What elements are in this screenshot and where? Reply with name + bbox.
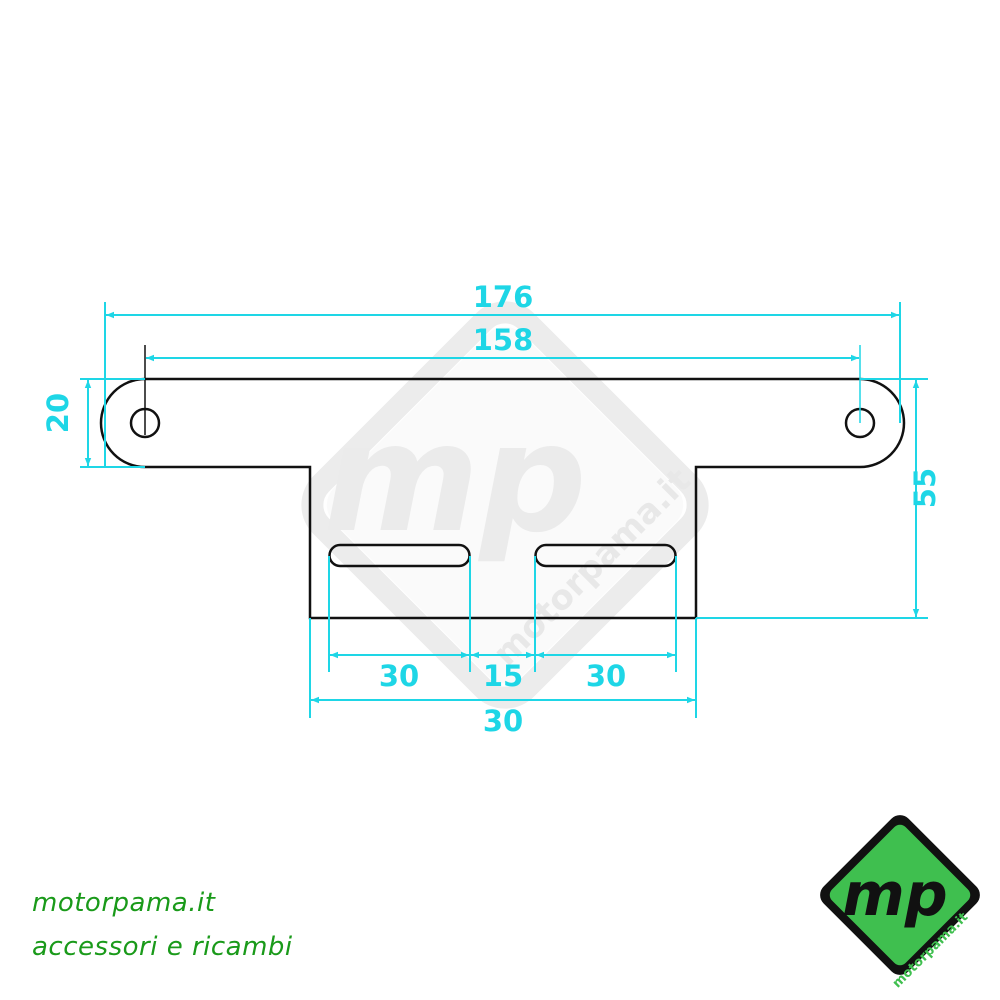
dim-hole-spacing: 158 — [473, 323, 534, 357]
dim-slot-right: 30 — [586, 659, 626, 693]
svg-text:mp: mp — [842, 860, 947, 930]
dim-overall-length: 176 — [473, 280, 534, 314]
watermark-logo: mp motorpama.it — [301, 301, 709, 709]
slot-left — [328, 543, 471, 568]
dim-slot-gap: 15 — [483, 659, 523, 693]
dim-slot-left: 30 — [379, 659, 419, 693]
slot-right — [534, 543, 677, 568]
brand-site-text: motorpama.it — [32, 888, 216, 918]
dimension-lines — [80, 302, 928, 718]
motorpama-logo: mp motorpama.it — [820, 815, 980, 991]
brand-tagline: accessori e ricambi — [32, 932, 293, 962]
svg-text:mp: mp — [323, 392, 587, 566]
dim-tab-height: 20 — [41, 393, 75, 433]
dim-total-height: 55 — [908, 468, 942, 508]
dim-plate-width: 30 — [483, 704, 523, 738]
